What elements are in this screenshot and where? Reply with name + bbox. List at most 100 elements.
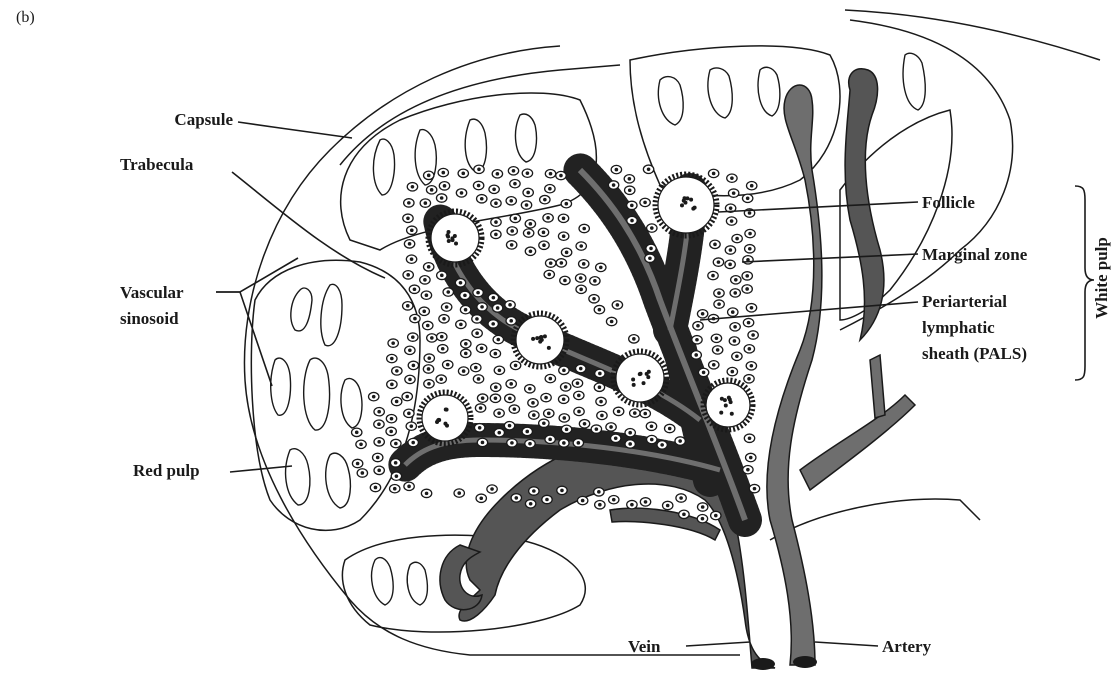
vascular-sinusoid-label-line1: Vascular xyxy=(120,283,184,302)
marginal-zone-cell xyxy=(576,285,586,293)
marginal-zone-cell xyxy=(697,310,707,318)
marginal-zone-cell xyxy=(697,514,707,522)
marginal-zone-cell xyxy=(357,469,367,477)
marginal-zone-cell xyxy=(748,331,758,339)
marginal-zone-cell xyxy=(743,465,753,473)
marginal-zone-cell xyxy=(525,247,535,255)
marginal-zone-cell xyxy=(596,263,606,271)
marginal-zone-cell xyxy=(714,289,724,297)
marginal-zone-cell xyxy=(437,271,447,279)
marginal-zone-cell xyxy=(627,216,637,224)
marginal-zone-cell xyxy=(473,288,483,296)
marginal-zone-cell xyxy=(663,501,673,509)
pals-label-line1: Periarterial xyxy=(922,292,1007,311)
marginal-zone-cell xyxy=(410,314,420,322)
capsule-label: Capsule xyxy=(174,110,233,129)
marginal-zone-cell xyxy=(647,435,657,443)
marginal-zone-cell xyxy=(458,169,468,177)
germinal-centre-dot xyxy=(447,230,451,234)
marginal-zone-cell xyxy=(625,429,635,437)
germinal-centre-dot xyxy=(685,196,689,200)
marginal-zone-cell xyxy=(558,232,568,240)
marginal-zone-cell xyxy=(743,256,753,264)
marginal-zone-cell xyxy=(403,302,413,310)
marginal-zone-cell xyxy=(443,360,453,368)
marginal-zone-cell xyxy=(709,361,719,369)
germinal-centre-dot xyxy=(727,396,731,400)
marginal-zone-cell xyxy=(438,345,448,353)
marginal-zone-cell xyxy=(437,333,447,341)
marginal-zone-cell xyxy=(506,380,516,388)
marginal-zone-cell xyxy=(507,439,517,447)
germinal-centre-dot xyxy=(445,424,449,428)
marginal-zone-cell xyxy=(506,197,516,205)
germinal-centre-dot xyxy=(450,236,454,240)
marginal-zone-cell xyxy=(370,483,380,491)
marginal-zone-cell xyxy=(647,224,657,232)
artery-end xyxy=(793,656,817,668)
marginal-zone-cell xyxy=(657,441,667,449)
marginal-zone-cell xyxy=(408,333,418,341)
marginal-zone-cell xyxy=(420,199,430,207)
marginal-zone-cell xyxy=(374,466,384,474)
marginal-zone-cell xyxy=(746,362,756,370)
marginal-zone-cell xyxy=(559,414,569,422)
marginal-zone-cell xyxy=(490,349,500,357)
marginal-zone-cell xyxy=(544,409,554,417)
marginal-zone-cell xyxy=(629,335,639,343)
marginal-zone-cell xyxy=(529,487,539,495)
marginal-zone-cell xyxy=(560,383,570,391)
marginal-zone-cell xyxy=(423,365,433,373)
marginal-zone-cell xyxy=(387,380,397,388)
marginal-zone-cell xyxy=(461,340,471,348)
marginal-zone-cell xyxy=(745,229,755,237)
marginal-zone-cell xyxy=(746,304,756,312)
marginal-zone-cell xyxy=(460,291,470,299)
marginal-zone-cell xyxy=(561,200,571,208)
germinal-centre-dot xyxy=(538,336,542,340)
red-pulp-label: Red pulp xyxy=(133,461,200,480)
marginal-zone-cell xyxy=(590,277,600,285)
marginal-zone-cell xyxy=(387,354,397,362)
germinal-centre-dot xyxy=(454,242,458,246)
marginal-zone-cell xyxy=(640,498,650,506)
germinal-centre-dot xyxy=(547,346,551,350)
marginal-zone-cell xyxy=(727,367,737,375)
marginal-zone-cell xyxy=(477,195,487,203)
marginal-zone-cell xyxy=(525,220,535,228)
marginal-zone-cell xyxy=(472,315,482,323)
marginal-zone-cell xyxy=(523,229,533,237)
marginal-zone-cell xyxy=(491,218,501,226)
artery-side-branch xyxy=(800,395,915,490)
marginal-zone-cell xyxy=(742,285,752,293)
germinal-centre-dot xyxy=(693,206,697,210)
marginal-zone-cell xyxy=(594,383,604,391)
marginal-zone-cell xyxy=(711,511,721,519)
marginal-zone-cell xyxy=(560,276,570,284)
artery-leader xyxy=(815,642,878,646)
marginal-zone-cell xyxy=(423,263,433,271)
marginal-zone-cell xyxy=(627,201,637,209)
pals-label-line3: sheath (PALS) xyxy=(922,344,1027,363)
marginal-zone-cell xyxy=(510,179,520,187)
marginal-zone-cell xyxy=(540,195,550,203)
marginal-zone-cell xyxy=(403,271,413,279)
marginal-zone-cell xyxy=(711,334,721,342)
marginal-zone-cell xyxy=(391,397,401,405)
marginal-zone-cell xyxy=(692,336,702,344)
marginal-zone-cell xyxy=(693,322,703,330)
marginal-zone-cell xyxy=(732,234,742,242)
marginal-zone-cell xyxy=(458,367,468,375)
marginal-zone-cell xyxy=(492,304,502,312)
marginal-zone-cell xyxy=(506,317,516,325)
marginal-zone-cell xyxy=(491,230,501,238)
marginal-zone-cell xyxy=(726,217,736,225)
marginal-zone-cell xyxy=(646,244,656,252)
marginal-zone-cell xyxy=(714,300,724,308)
marginal-zone-cell xyxy=(606,317,616,325)
marginal-zone-cell xyxy=(559,366,569,374)
marginal-zone-cell xyxy=(456,320,466,328)
marginal-zone-cell xyxy=(492,170,502,178)
